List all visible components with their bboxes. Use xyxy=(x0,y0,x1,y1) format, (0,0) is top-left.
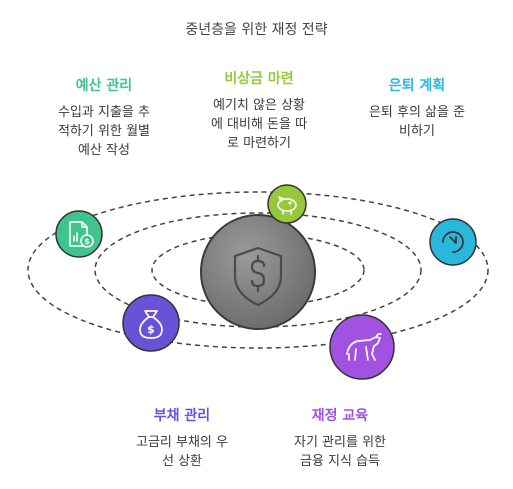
orbit-outer xyxy=(27,191,489,349)
education-label: 재정 교육 자기 관리를 위한 금융 지식 습득 xyxy=(268,405,412,471)
piggy-bank-icon xyxy=(277,196,297,215)
retirement-title: 은퇴 계획 xyxy=(388,78,446,94)
svg-text:$: $ xyxy=(84,237,90,246)
budget-desc-1: 수입과 지출을 추 xyxy=(58,105,150,120)
education-desc-1: 자기 관리를 위한 xyxy=(294,435,386,450)
retirement-label: 은퇴 계획 은퇴 후의 삶을 준 비하기 xyxy=(345,75,489,141)
emergency-title: 비상금 마련 xyxy=(224,71,294,87)
education-desc-2: 금융 지식 습득 xyxy=(299,454,381,469)
debt-desc-2: 선 상환 xyxy=(161,454,202,469)
dollar-shield-icon xyxy=(233,246,283,307)
retirement-node[interactable] xyxy=(429,218,477,266)
retirement-desc-2: 비하기 xyxy=(399,124,435,139)
education-node[interactable] xyxy=(329,314,395,380)
svg-text:$: $ xyxy=(147,323,155,336)
page-title: 중년층을 위한 재정 전략 xyxy=(185,22,328,38)
money-bag-icon: $ xyxy=(139,310,163,339)
budget-label: 예산 관리 수입과 지출을 추 적하기 위한 월별 예산 작성 xyxy=(32,75,176,160)
budget-title: 예산 관리 xyxy=(75,78,133,94)
debt-desc-1: 고금리 부채의 우 xyxy=(136,435,228,450)
budget-desc-3: 예산 작성 xyxy=(78,143,130,158)
emergency-desc-3: 로 마련하기 xyxy=(227,136,291,151)
budget-desc-2: 적하기 위한 월별 xyxy=(58,124,150,139)
debt-title: 부채 관리 xyxy=(153,408,211,424)
retirement-desc-1: 은퇴 후의 삶을 준 xyxy=(368,105,466,120)
clock-arrow-icon xyxy=(442,231,464,253)
emergency-desc-1: 예기치 않은 상황 xyxy=(213,98,305,113)
education-title: 재정 교육 xyxy=(311,408,369,424)
document-dollar-icon: $ xyxy=(69,221,94,248)
debt-node[interactable]: $ xyxy=(122,294,180,352)
bull-icon xyxy=(346,332,382,361)
emergency-desc-2: 에 대비해 돈을 따 xyxy=(210,117,308,132)
emergency-node[interactable] xyxy=(267,184,307,224)
budget-node[interactable]: $ xyxy=(55,210,103,258)
center-node xyxy=(200,214,316,330)
emergency-label: 비상금 마련 예기치 않은 상황 에 대비해 돈을 따 로 마련하기 xyxy=(187,68,331,153)
debt-label: 부채 관리 고금리 부채의 우 선 상환 xyxy=(110,405,254,471)
